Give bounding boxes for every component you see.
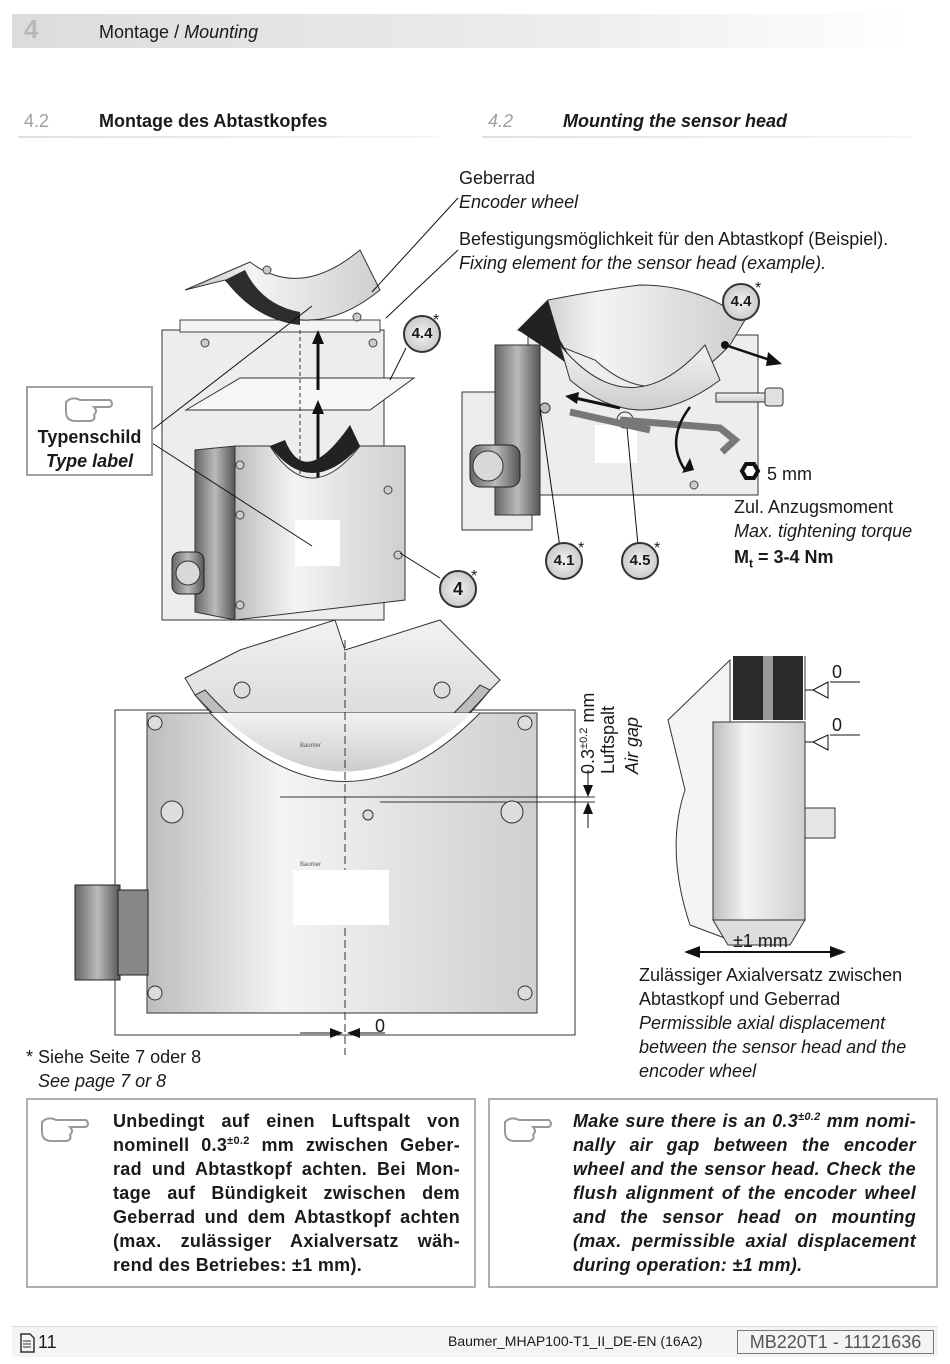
encoder-wheel-label: Geberrad Encoder wheel [459, 168, 579, 212]
footnote: * Siehe Seite 7 oder 8 See page 7 or 8 [26, 1047, 202, 1091]
callout-4-4: 4.4 [722, 283, 760, 321]
brand-label: Baumer [300, 862, 322, 868]
section-title-en: Mounting the sensor head [563, 111, 788, 131]
note-box-de [26, 1098, 476, 1288]
torque-label: Zul. Anzugsmoment Max. tightening torque [734, 497, 913, 541]
chapter-title: Montage / Mounting [99, 22, 259, 42]
hand-pointer-icon [41, 1117, 89, 1142]
page-icon [20, 1333, 35, 1353]
section-underline-en [482, 136, 912, 138]
note-text-en: Make sure there is an 0.3±0.2 mm nomi- n… [573, 1111, 917, 1275]
chapter-number: 4 [24, 14, 39, 44]
section-number-de: 4.2 [24, 111, 50, 131]
air-gap-label: Luftspalt Air gap [598, 705, 642, 774]
note-box-en [488, 1098, 938, 1288]
type-label-text: Typenschild Type label [37, 427, 142, 471]
torque-value: Mt = 3-4 Nm [734, 547, 834, 571]
callout-asterisk: * [433, 312, 440, 329]
page-number: 11 [38, 1332, 57, 1352]
axial-displacement-label: Zulässiger Axialversatz zwischen Abtastk… [639, 965, 907, 1081]
wrench-size: 5 mm [767, 464, 812, 484]
callout-asterisk: * [471, 568, 478, 585]
callout-asterisk: * [578, 540, 585, 557]
hand-pointer-icon [504, 1117, 552, 1142]
side-view [667, 656, 860, 958]
offset-zero-label: 0 [832, 662, 843, 682]
section-number-en: 4.2 [488, 111, 514, 131]
callout-4: 4 [439, 570, 477, 608]
fixing-element-label: Befestigungsmöglichkeit für den Abtastko… [459, 229, 889, 273]
callout-asterisk: * [755, 280, 762, 297]
document-id: MB220T1 - 11121636 [737, 1330, 934, 1354]
callout-asterisk: * [654, 540, 661, 557]
axial-displacement-value: ±1 mm [733, 931, 788, 951]
offset-zero-label: 0 [375, 1016, 386, 1036]
hand-pointer-icon [65, 397, 113, 422]
footer-bar [12, 1326, 938, 1357]
document-name: Baumer_MHAP100-T1_II_DE-EN (16A2) [448, 1333, 703, 1349]
section-underline-de [18, 136, 438, 138]
exploded-view [151, 197, 459, 621]
offset-zero-label: 0 [832, 715, 843, 735]
front-view [74, 619, 595, 1055]
callout-4-4: 4.4 [403, 315, 441, 353]
callout-4-5: 4.5 [621, 542, 659, 580]
header-bar [12, 14, 912, 48]
section-title-de: Montage des Abtastkopfes [99, 111, 328, 131]
brand-label: Baumer [300, 743, 322, 749]
mounted-view [461, 284, 784, 549]
callout-4-1: 4.1 [545, 542, 583, 580]
note-text-de: Unbedingt auf einen Luftspalt von nomine… [113, 1111, 460, 1275]
